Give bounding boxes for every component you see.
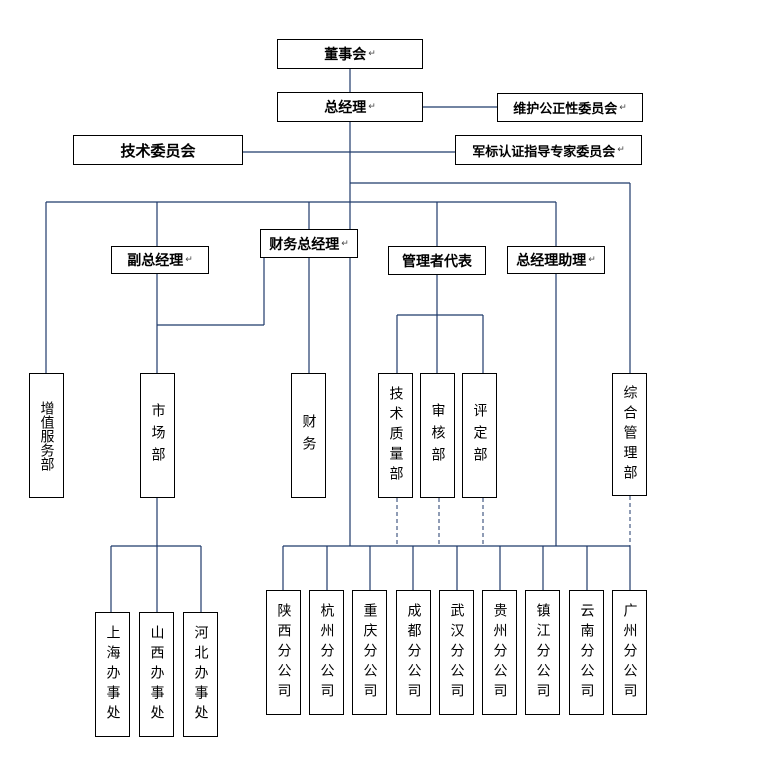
finance-dept-box: 财务 (291, 373, 326, 498)
mgmt-rep-box: 管理者代表 (388, 246, 486, 275)
military-committee-box: 军标认证指导专家委员会↵ (455, 135, 642, 165)
board-box: 董事会↵ (277, 39, 423, 69)
shaanxi-branch-label: 陕西分公司 (275, 602, 292, 703)
zhenjiang-branch-box: 镇江分公司 (525, 590, 560, 715)
finance-gm-label: 财务总经理 (269, 236, 340, 253)
hangzhou-branch-box: 杭州分公司 (309, 590, 344, 715)
shanghai-office-label: 上海办事处 (104, 624, 121, 725)
fairness-committee-label: 维护公正性委员会 (513, 102, 618, 117)
yunnan-branch-label: 云南分公司 (578, 602, 595, 703)
chongqing-branch-box: 重庆分公司 (352, 590, 387, 715)
zhenjiang-branch-label: 镇江分公司 (534, 602, 551, 703)
general-admin-dept-label: 综合管理部 (621, 384, 638, 485)
value-added-dept-label: 增值服务部 (38, 400, 55, 471)
military-committee-label: 军标认证指导专家委员会 (472, 144, 616, 160)
gm-assistant-box: 总经理助理↵ (507, 246, 605, 274)
wuhan-branch-label: 武汉分公司 (448, 602, 465, 703)
audit-dept-label: 审核部 (429, 402, 446, 469)
guangzhou-branch-box: 广州分公司 (612, 590, 647, 715)
mgmt-rep-label: 管理者代表 (402, 253, 472, 270)
chongqing-branch-label: 重庆分公司 (361, 602, 378, 703)
tech-quality-dept-label: 技术质量部 (387, 385, 404, 486)
finance-dept-label: 财务 (300, 413, 317, 458)
chengdu-branch-box: 成都分公司 (396, 590, 431, 715)
hebei-office-label: 河北办事处 (192, 624, 209, 725)
guizhou-branch-label: 贵州分公司 (491, 602, 508, 703)
wuhan-branch-box: 武汉分公司 (439, 590, 474, 715)
general-manager-box: 总经理↵ (277, 92, 423, 122)
finance-gm-box: 财务总经理↵ (260, 229, 358, 258)
audit-dept-box: 审核部 (420, 373, 455, 498)
market-dept-box: 市场部 (140, 373, 175, 498)
shanxi-office-label: 山西办事处 (148, 624, 165, 725)
yunnan-branch-box: 云南分公司 (569, 590, 604, 715)
vice-gm-label: 副总经理 (127, 253, 184, 269)
general-admin-dept-box: 综合管理部 (612, 373, 647, 496)
chengdu-branch-label: 成都分公司 (405, 602, 422, 703)
evaluation-dept-box: 评定部 (462, 373, 497, 498)
value-added-dept-box: 增值服务部 (29, 373, 64, 498)
shanghai-office-box: 上海办事处 (95, 612, 130, 737)
gm-assistant-label: 总经理助理 (516, 253, 587, 269)
guizhou-branch-box: 贵州分公司 (482, 590, 517, 715)
board-label: 董事会 (324, 47, 367, 63)
vice-gm-box: 副总经理↵ (111, 246, 209, 274)
guangzhou-branch-label: 广州分公司 (621, 602, 638, 703)
hebei-office-box: 河北办事处 (183, 612, 218, 737)
shanxi-office-box: 山西办事处 (139, 612, 174, 737)
tech-committee-box: 技术委员会 (73, 135, 243, 165)
hangzhou-branch-label: 杭州分公司 (318, 602, 335, 703)
shaanxi-branch-box: 陕西分公司 (266, 590, 301, 715)
fairness-committee-box: 维护公正性委员会↵ (497, 93, 643, 122)
tech-committee-label: 技术委员会 (120, 141, 196, 160)
general-manager-label: 总经理 (324, 100, 367, 116)
market-dept-label: 市场部 (149, 402, 166, 469)
evaluation-dept-label: 评定部 (471, 402, 488, 469)
tech-quality-dept-box: 技术质量部 (378, 373, 413, 498)
